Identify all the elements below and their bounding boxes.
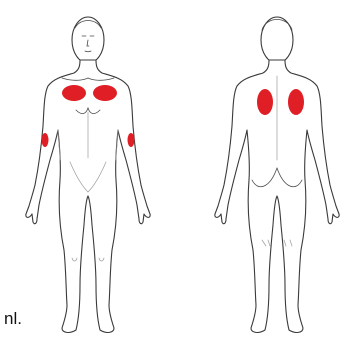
caption-text: nl. [4, 309, 22, 329]
marker-left-chest [62, 85, 86, 101]
marker-right-upper-arm [42, 133, 49, 147]
front-body-figure [26, 17, 150, 332]
marker-right-upper-back [288, 89, 304, 115]
marker-right-chest [93, 85, 117, 101]
back-body-figure [215, 17, 339, 332]
marker-left-upper-back [257, 89, 273, 115]
marker-left-upper-arm [128, 133, 135, 147]
front-body-outline [26, 60, 150, 332]
